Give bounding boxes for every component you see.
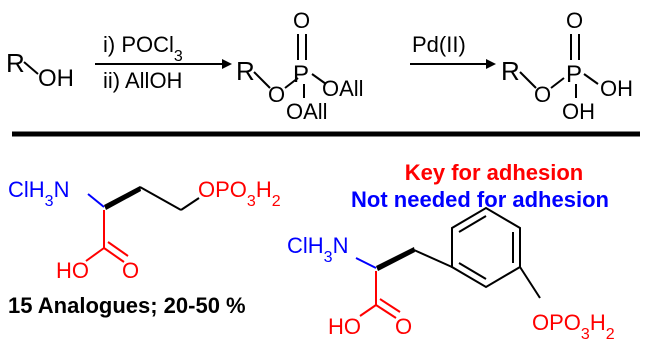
mol2-ch2-ring-bond bbox=[413, 249, 453, 268]
mol2-co-double-2 bbox=[379, 298, 401, 313]
prod-p-oh-bond bbox=[583, 73, 599, 85]
reagent-step-1-text: i) POCl3 bbox=[103, 32, 183, 65]
mol1-cbeta-cgamma-bond bbox=[139, 186, 182, 211]
mid-o-p-bond bbox=[284, 77, 299, 89]
mol1-ho-label: HO bbox=[56, 258, 89, 283]
mid-o-link: O bbox=[268, 82, 285, 107]
prod-r-label: R bbox=[501, 56, 520, 86]
mid-oall-right: OAll bbox=[322, 76, 364, 101]
prod-oh-bottom: OH bbox=[562, 99, 595, 124]
start-r-label: R bbox=[6, 48, 25, 78]
mol1-phosphate-label: OPO3H2 bbox=[198, 177, 281, 210]
molecule-1: ClH3N OPO3H2 HO O bbox=[8, 177, 281, 283]
arrow-2-head bbox=[486, 59, 496, 69]
start-r-o-bond bbox=[23, 61, 39, 75]
mol2-co-double-1 bbox=[375, 304, 397, 319]
product-phosphate: R O O P OH OH bbox=[501, 8, 633, 124]
arrow-1-head bbox=[222, 59, 232, 69]
mid-p-oall-bond bbox=[311, 73, 327, 85]
prod-o-p-bond bbox=[550, 77, 565, 89]
mol1-amine-label: ClH3N bbox=[8, 177, 69, 210]
mol2-o-label: O bbox=[395, 314, 412, 339]
result-summary: 15 Analogues; 20-50 % bbox=[8, 293, 246, 318]
mol1-co-double-2 bbox=[107, 241, 129, 257]
mid-o-top: O bbox=[293, 8, 310, 33]
catalyst-label: Pd(II) bbox=[412, 32, 466, 57]
starting-alcohol: R OH bbox=[6, 48, 74, 92]
molecule-2: ClH3N OPO3H2 HO O bbox=[287, 206, 615, 340]
mol2-wedge-bond bbox=[376, 247, 415, 271]
prod-r-o-bond bbox=[519, 71, 537, 89]
legend-key-label: Key for adhesion bbox=[405, 160, 583, 185]
prod-o-top: O bbox=[566, 8, 583, 33]
mid-r-label: R bbox=[236, 56, 255, 86]
mol2-phosphate-label: OPO3H2 bbox=[532, 310, 615, 340]
reagent-step-1: i) POCl3 bbox=[103, 32, 183, 65]
mol2-amine-label: ClH3N bbox=[287, 233, 348, 266]
mol2-n-calpha-bond bbox=[355, 257, 377, 269]
mol2-ring-double-3 bbox=[458, 262, 487, 280]
legend: Key for adhesion Not needed for adhesion bbox=[351, 160, 609, 212]
mol2-c-oh-bond bbox=[359, 304, 377, 317]
mol1-wedge-bond bbox=[104, 186, 141, 210]
reaction-arrow-1: i) POCl3 ii) AllOH bbox=[95, 32, 232, 93]
mol1-co-double-1 bbox=[103, 247, 125, 263]
prod-oh-right: OH bbox=[600, 76, 633, 101]
start-oh-label: OH bbox=[38, 65, 74, 92]
reaction-arrow-2: Pd(II) bbox=[410, 32, 496, 69]
mol2-ring-o-bond bbox=[519, 266, 541, 299]
prod-p-atom: P bbox=[566, 61, 582, 88]
mol2-ho-label: HO bbox=[328, 314, 361, 339]
mol2-ring-double-1 bbox=[458, 215, 487, 233]
mol1-o-label: O bbox=[122, 258, 139, 283]
mol1-c-oh-bond bbox=[85, 247, 105, 262]
mid-p-atom: P bbox=[293, 61, 309, 88]
reagent-step-2: ii) AllOH bbox=[103, 68, 182, 93]
legend-not-needed-label: Not needed for adhesion bbox=[351, 187, 609, 212]
mol1-n-calpha-bond bbox=[87, 193, 105, 208]
prod-o-link: O bbox=[534, 82, 551, 107]
mol1-cgamma-o-bond bbox=[180, 197, 200, 211]
mid-r-o-bond bbox=[253, 71, 271, 89]
mol1-amine-text: ClH3N bbox=[8, 177, 69, 210]
mol2-benzene-ring bbox=[451, 206, 521, 289]
intermediate-phosphate: R O O P OAll OAll bbox=[236, 8, 364, 124]
mid-oall-bottom: OAll bbox=[286, 99, 328, 124]
